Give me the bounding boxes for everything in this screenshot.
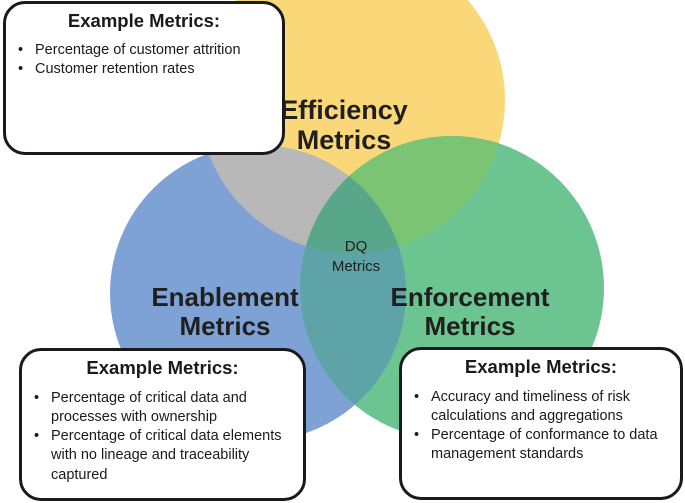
metric-item: Percentage of critical data elements wit… [28,427,297,484]
metric-list: Accuracy and timeliness of risk calculat… [408,388,674,465]
enablement-example-box: Example Metrics: Percentage of critical … [19,348,306,501]
enforcement-label-line1: Enforcement [390,282,550,312]
enforcement-metrics-label: Enforcement Metrics [370,282,570,342]
metric-item: Percentage of critical data and processe… [28,389,297,427]
metric-list: Percentage of customer attrition Custome… [12,41,276,79]
dq-label-line1: DQ [344,238,368,255]
box-title: Example Metrics: [464,356,618,377]
enablement-label-line2: Metrics [179,311,271,342]
enforcement-example-box: Example Metrics: Accuracy and timeliness… [399,347,683,500]
box-title: Example Metrics: [86,357,239,378]
efficiency-label-line2: Metrics [296,125,392,156]
metric-item: Customer retention rates [12,60,276,79]
box-title: Example Metrics: [67,10,221,31]
enforcement-label-line2: Metrics [424,311,516,342]
efficiency-example-box: Example Metrics: Percentage of customer … [3,1,285,155]
efficiency-metrics-label: Efficiency Metrics [244,95,444,155]
dq-center-overlap [300,145,406,253]
efficiency-label-line1: Efficiency [280,95,408,125]
metric-item: Accuracy and timeliness of risk calculat… [408,388,674,426]
enablement-label-line1: Enablement [151,282,299,312]
metric-item: Percentage of customer attrition [12,41,276,60]
dq-metrics-label: DQ Metrics [312,237,400,276]
dq-label-line2: Metrics [331,257,381,275]
metric-item: Percentage of conformance to data manage… [408,426,674,464]
metric-list: Percentage of critical data and processe… [28,389,297,485]
enablement-metrics-label: Enablement Metrics [120,282,330,342]
